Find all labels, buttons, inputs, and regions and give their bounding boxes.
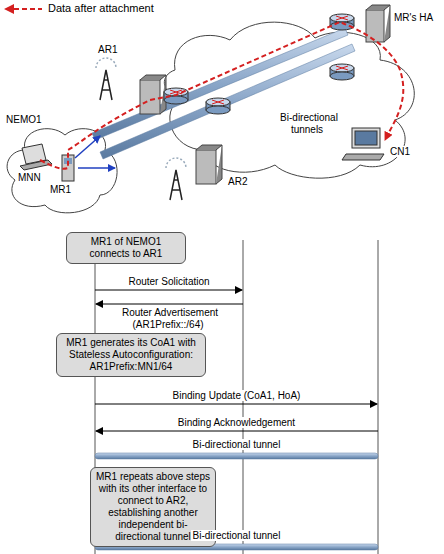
note-text: MR1 of NEMO1 connects to AR1 (72, 236, 180, 260)
device-label: MNN (16, 172, 43, 183)
message-label: Bi-directional tunnel (191, 439, 283, 450)
message-label-box: Bi-directional tunnel (95, 530, 378, 542)
message-label-box: Binding Update (CoA1, HoA) (95, 390, 378, 402)
message-label-box: Binding Acknowledgement (95, 417, 378, 429)
message-label-box: Bi-directional tunnel (95, 439, 378, 451)
legend-arrowhead (4, 4, 14, 14)
device-label: MR's HA (392, 12, 435, 23)
antenna-tower (166, 158, 186, 200)
access-link (75, 136, 100, 158)
message-label: Binding Update (CoA1, HoA) (171, 390, 303, 401)
device-label-box: AR1 (96, 44, 126, 56)
laptop (20, 144, 52, 170)
router (164, 14, 354, 114)
device-label: MR1 (48, 184, 73, 195)
message-label: Router Solicitation (126, 276, 211, 287)
message-arrow (96, 431, 378, 432)
legend-text: Data after attachment (48, 2, 154, 14)
message-arrow (95, 290, 242, 291)
device-label-box: CN1 (388, 146, 418, 158)
network-label: NEMO1 (4, 114, 44, 125)
antenna-tower (96, 58, 116, 100)
device-label: AR1 (96, 44, 119, 55)
device-label-box: AR2 (226, 176, 256, 188)
tunnel-band (92, 28, 348, 140)
message-label-box: Router Advertisement (AR1Prefix::/64) (95, 307, 243, 331)
tunnel-bar (95, 453, 378, 459)
device-label: AR2 (226, 176, 249, 187)
note-box: MR1 of NEMO1 connects to AR1 (66, 232, 186, 264)
note-text: MR1 generates its CoA1 with Stateless Au… (62, 337, 200, 373)
device-label-box: MNN (16, 172, 52, 184)
data-path (40, 22, 403, 169)
device-label-box: MR1 (48, 184, 84, 196)
network-label-box: NEMO1 (4, 114, 54, 126)
message-label: Router Advertisement (AR1Prefix::/64) (120, 307, 218, 330)
nemo-cloud (7, 129, 117, 213)
message-arrow (95, 404, 377, 405)
device-label-box: MR's HA (392, 12, 442, 24)
legend-entry: Data after attachment (48, 2, 154, 14)
message-arrow (96, 304, 243, 305)
tunnel-label-box: Bi-directional tunnels (268, 112, 348, 136)
message-label: Bi-directional tunnel (191, 530, 283, 541)
access-link (78, 167, 115, 169)
lifeline (378, 240, 379, 554)
device-label: CN1 (388, 146, 412, 157)
message-label: Binding Acknowledgement (176, 417, 297, 428)
tunnel-band (100, 44, 355, 159)
message-label-box: Router Solicitation (95, 276, 243, 288)
computer (342, 128, 384, 160)
tunnel-label: Bi-directional tunnels (278, 112, 338, 135)
note-box: MR1 generates its CoA1 with Stateless Au… (56, 333, 206, 377)
